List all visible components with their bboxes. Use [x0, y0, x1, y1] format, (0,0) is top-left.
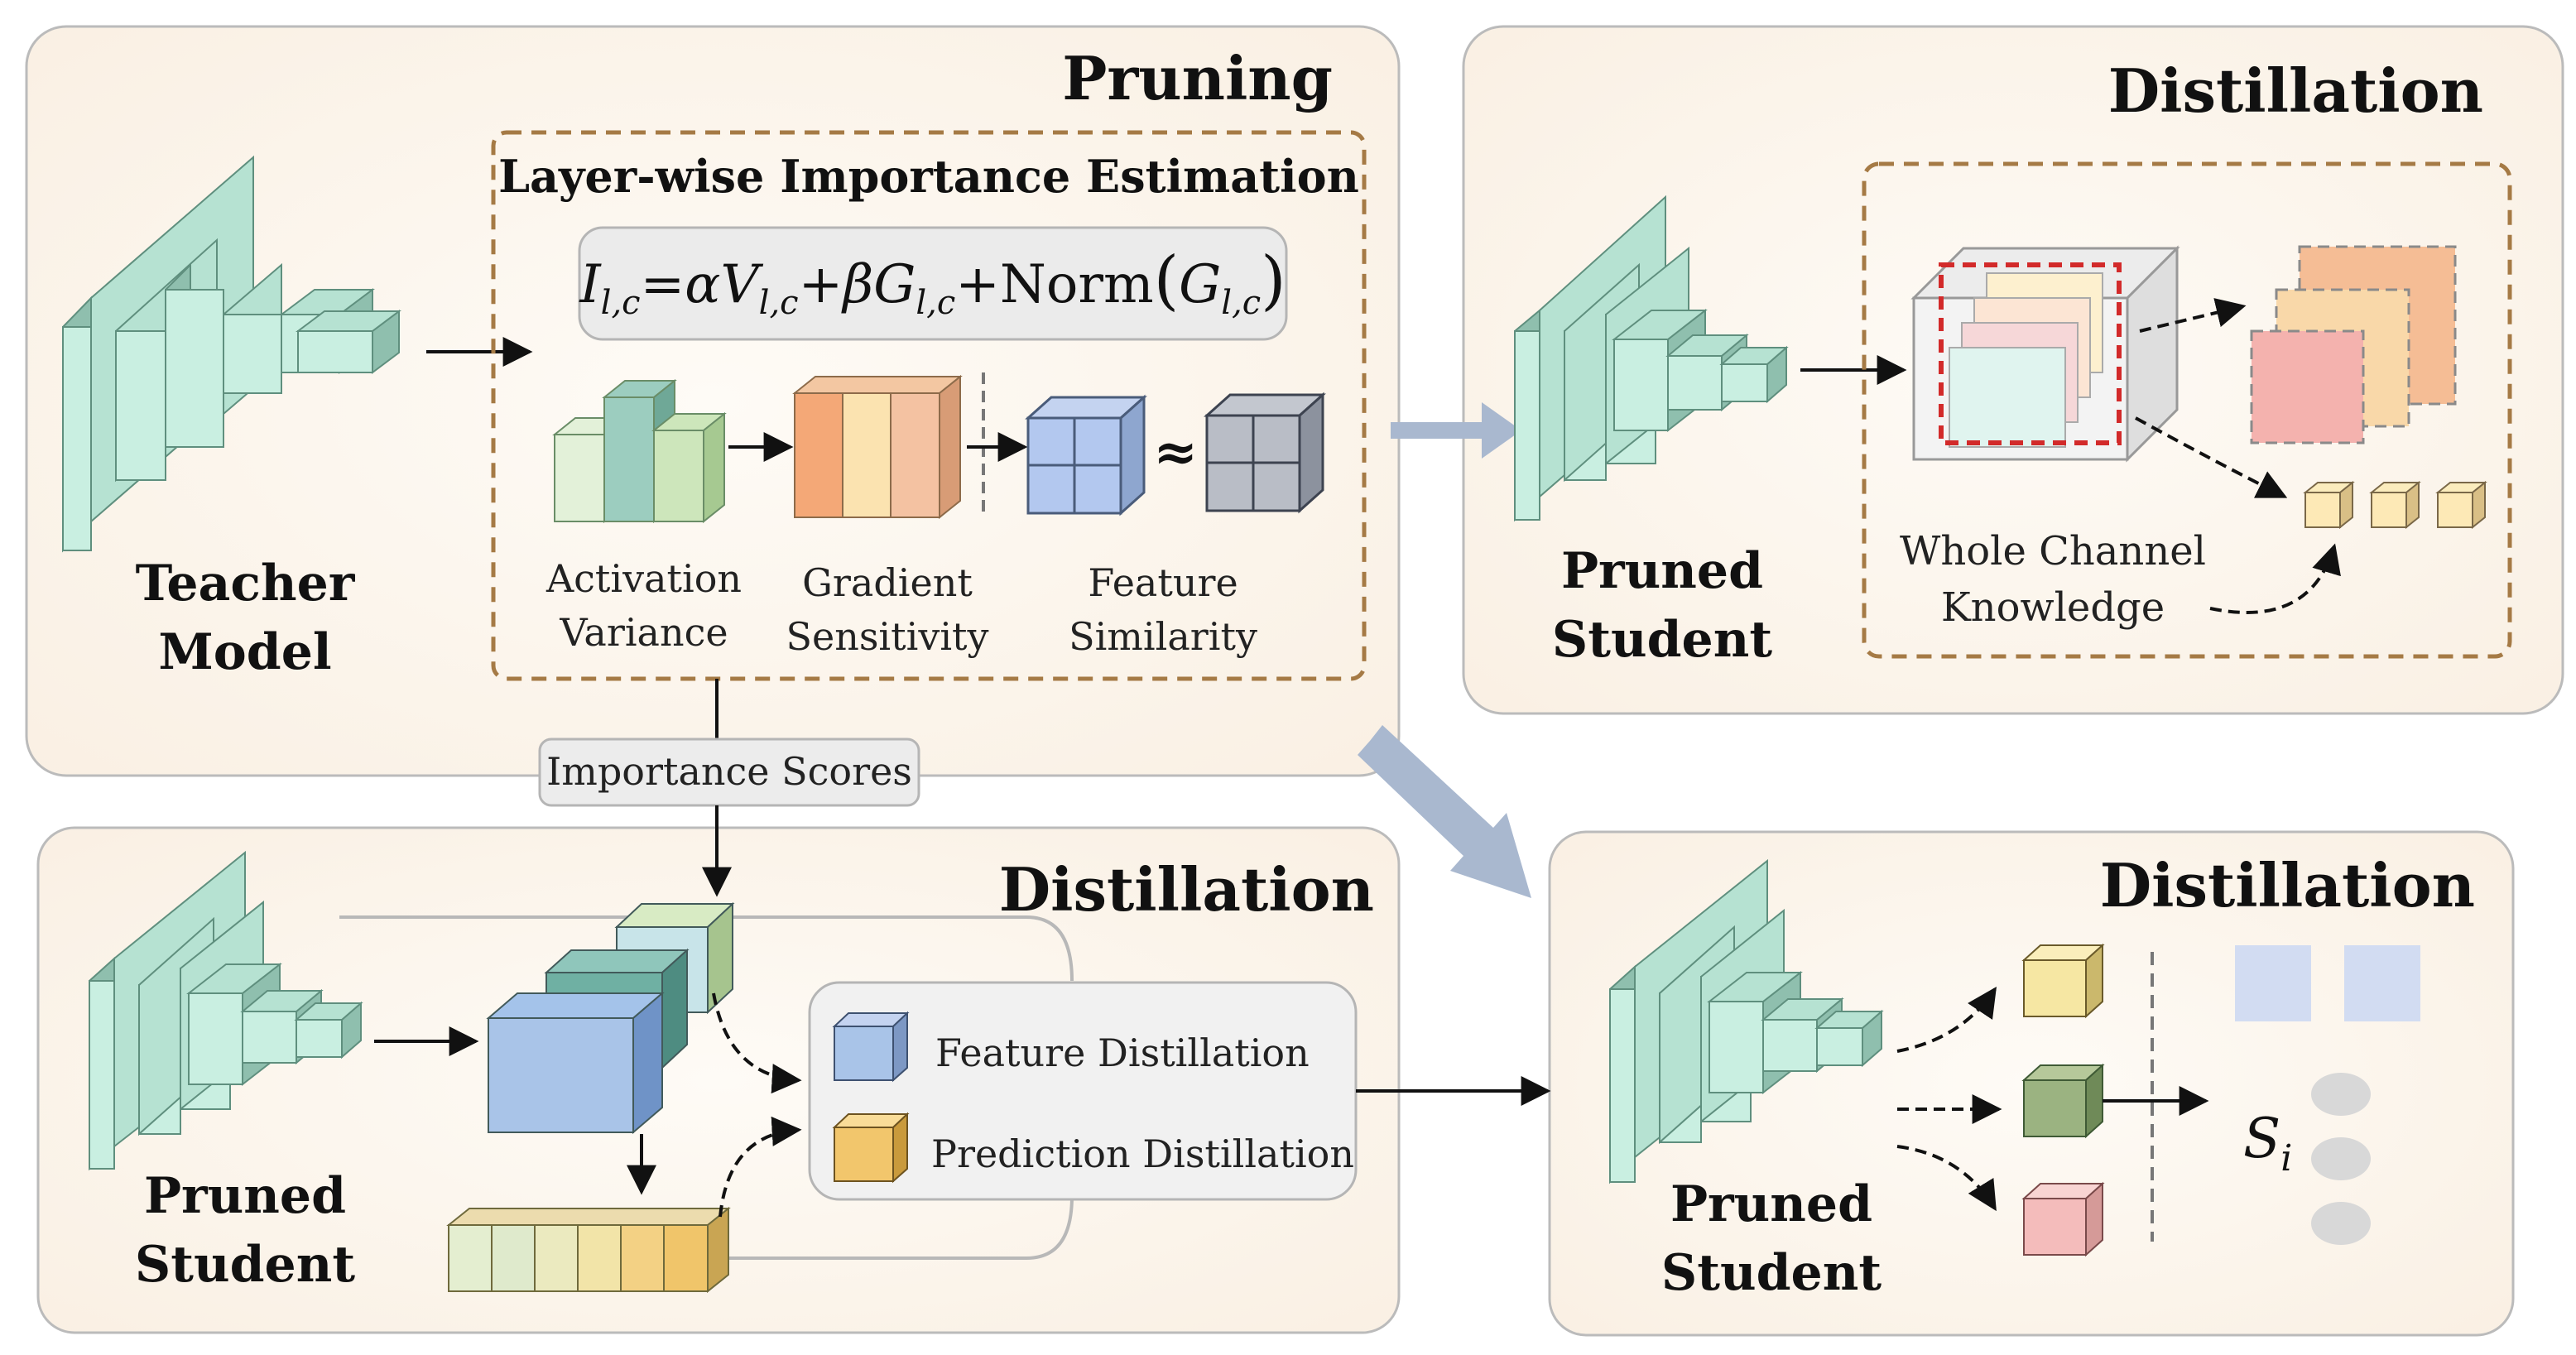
formula-box: [578, 226, 1288, 341]
distillation-title-top-right: Distillation: [2108, 55, 2483, 126]
channel-knowledge-cube-icon: [1910, 245, 2180, 463]
prediction-distillation-label: Prediction Distillation: [931, 1132, 1354, 1176]
prediction-blocks-row-icon: [446, 1206, 731, 1294]
feature-similarity-label: Feature: [1088, 560, 1238, 605]
dashed-arrow-features-to-legend: [712, 992, 802, 1094]
activation-variance-label: Activation: [545, 556, 742, 601]
channel-cubes-row-icon: [2303, 480, 2487, 530]
stacked-feature-maps-icon: [2250, 245, 2457, 444]
feature-distillation-label: Feature Distillation: [935, 1031, 1310, 1075]
feature-cube-blue-icon: [1025, 394, 1147, 517]
dashed-arrow-predictions-to-legend: [718, 1116, 802, 1218]
importance-scores-box: [538, 738, 920, 807]
pruned-student-label-bottom-left-2: Student: [135, 1236, 355, 1294]
pruned-student-label-bottom-left: Pruned: [144, 1167, 346, 1225]
feature-similarity-label-2: Similarity: [1069, 614, 1257, 659]
output-cube-green-icon: [2021, 1063, 2105, 1139]
importance-estimation-box: [491, 130, 1367, 681]
pruned-student-network-icon-top: [1514, 195, 1789, 522]
teacher-model-label-2: Model: [158, 623, 331, 681]
gradient-sensitivity-block-icon: [792, 374, 963, 520]
teacher-model-network-icon: [62, 155, 401, 553]
importance-formula: Il,c=αVl,c+βGl,c+Norm(Gl,c): [579, 243, 1286, 322]
importance-estimation-title: Layer-wise Importance Estimation: [498, 150, 1359, 203]
arrow-cube-to-channels: [2135, 416, 2288, 498]
approx-symbol: ≈: [1153, 421, 1198, 483]
gradient-sensitivity-label: Gradient: [802, 560, 973, 605]
pruned-student-network-icon-bottom-right: [1609, 858, 1884, 1184]
distillation-title-bottom-left: Distillation: [999, 854, 1374, 925]
output-cube-pink-icon: [2021, 1181, 2105, 1257]
pruned-student-label-top-2: Student: [1552, 611, 1772, 669]
pruned-student-label-bottom-right-2: Student: [1661, 1244, 1882, 1302]
teacher-model-label: Teacher: [136, 555, 356, 613]
whole-channel-label: Whole Channel: [1900, 528, 2206, 574]
flow-arrow-right: [1391, 402, 1521, 459]
dashed-arrow-to-yellow-cube: [1896, 987, 1997, 1053]
importance-scores-label: Importance Scores: [546, 749, 912, 794]
distillation-title-bottom-right: Distillation: [2100, 850, 2475, 920]
score-ellipse-1: [2311, 1073, 2371, 1116]
whole-channel-knowledge-box: [1862, 161, 2512, 659]
gradient-sensitivity-label-2: Sensitivity: [786, 614, 988, 659]
score-symbol: Si: [2243, 1107, 2292, 1180]
dashed-arrow-to-pink-cube: [1896, 1145, 1997, 1212]
output-cube-yellow-icon: [2021, 943, 2105, 1019]
arrow-knowledge-to-channels: [2209, 543, 2341, 614]
pruned-student-label-top: Pruned: [1561, 542, 1763, 600]
feature-blocks-stack-icon: [486, 901, 735, 1135]
feature-cube-gray-icon: [1204, 392, 1326, 514]
feature-distillation-cube-icon: [832, 1011, 910, 1083]
flow-arrow-diagonal: [1358, 725, 1531, 898]
pruned-student-network-icon-bottom-left: [89, 850, 363, 1171]
score-square-2: [2344, 945, 2420, 1021]
prediction-distillation-cube-icon: [832, 1112, 910, 1184]
bracket-line-bottom: [728, 1195, 1074, 1260]
score-ellipse-3: [2311, 1202, 2371, 1245]
whole-channel-label-2: Knowledge: [1941, 584, 2165, 631]
pruning-title: Pruning: [1062, 43, 1333, 113]
activation-variance-label-2: Variance: [559, 610, 728, 655]
bracket-line-top: [339, 915, 1074, 982]
activation-variance-bars-icon: [552, 378, 727, 524]
score-ellipse-2: [2311, 1137, 2371, 1180]
score-square-1: [2235, 945, 2311, 1021]
pruned-student-label-bottom-right: Pruned: [1670, 1175, 1872, 1233]
